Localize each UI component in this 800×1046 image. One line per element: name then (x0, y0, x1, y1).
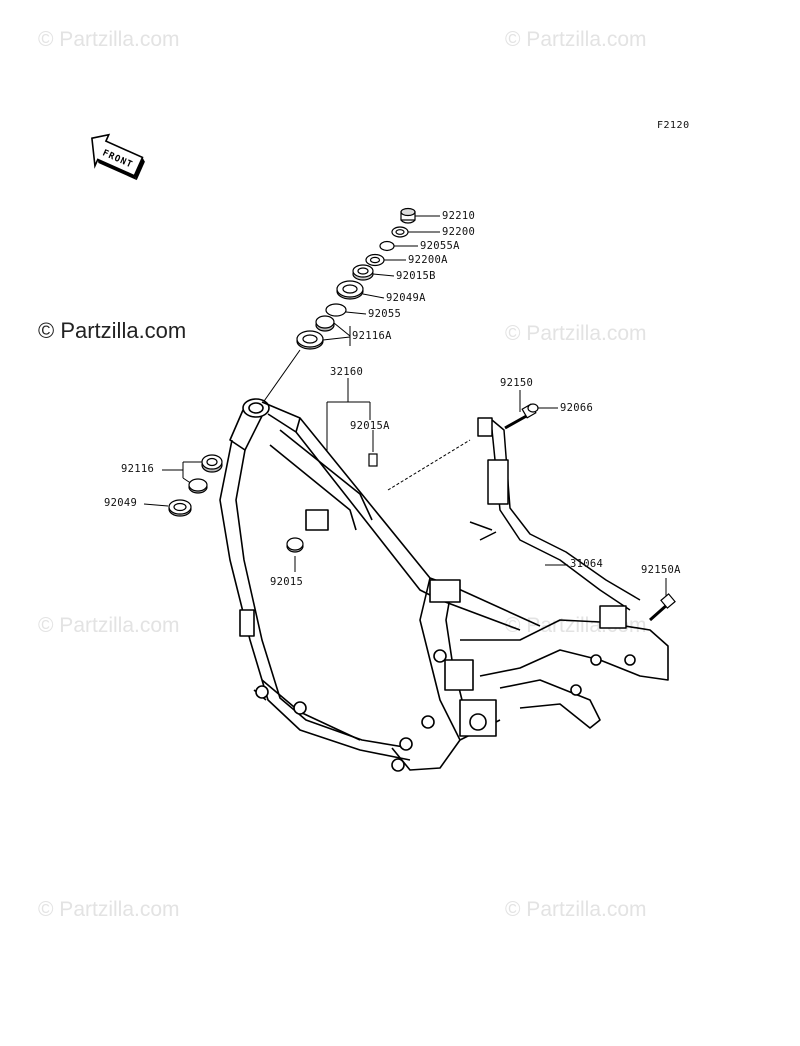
watermark-mid-right: © Partzilla.com (505, 322, 647, 345)
rear-subframe-31064 (469, 417, 641, 629)
watermark-mid-left: © Partzilla.com (38, 318, 187, 343)
part-label-92150[interactable]: 92150 (500, 377, 534, 389)
watermark-top-right: © Partzilla.com (505, 28, 647, 51)
steering-head-parts (296, 207, 416, 350)
part-label-92049A[interactable]: 92049A (386, 292, 426, 304)
part-label-92210[interactable]: 92210 (442, 210, 476, 222)
part-label-32160[interactable]: 32160 (330, 366, 364, 378)
part-label-92049[interactable]: 92049 (104, 497, 138, 509)
bolts (286, 403, 676, 622)
part-label-92055A[interactable]: 92055A (420, 240, 460, 252)
watermark-bottom-right: © Partzilla.com (505, 898, 647, 921)
part-label-92150A[interactable]: 92150A (641, 564, 681, 576)
left-head-bearings (168, 454, 223, 517)
front-arrow-icon: FRONT (91, 133, 145, 181)
part-label-92116A[interactable]: 92116A (352, 330, 392, 342)
cap-nut-92210 (400, 207, 416, 224)
watermark-top-left: © Partzilla.com (38, 28, 180, 51)
part-label-92116[interactable]: 92116 (121, 463, 155, 475)
watermark-bottom-left: © Partzilla.com (38, 898, 180, 921)
part-label-92015B[interactable]: 92015B (396, 270, 436, 282)
part-label-92200A[interactable]: 92200A (408, 254, 448, 266)
part-label-92015[interactable]: 92015 (270, 576, 304, 588)
part-label-92055[interactable]: 92055 (368, 308, 402, 320)
main-frame (219, 398, 669, 772)
seal-92055 (325, 303, 347, 317)
figure-reference: F2120 (657, 120, 690, 131)
part-label-92066[interactable]: 92066 (560, 402, 594, 414)
o-ring-92055A (379, 240, 395, 252)
part-label-31064[interactable]: 31064 (570, 558, 604, 570)
watermark-lower-left: © Partzilla.com (38, 614, 180, 637)
part-label-92200[interactable]: 92200 (442, 226, 476, 238)
leader-lines (143, 215, 667, 598)
part-label-92015A[interactable]: 92015A (350, 420, 390, 432)
